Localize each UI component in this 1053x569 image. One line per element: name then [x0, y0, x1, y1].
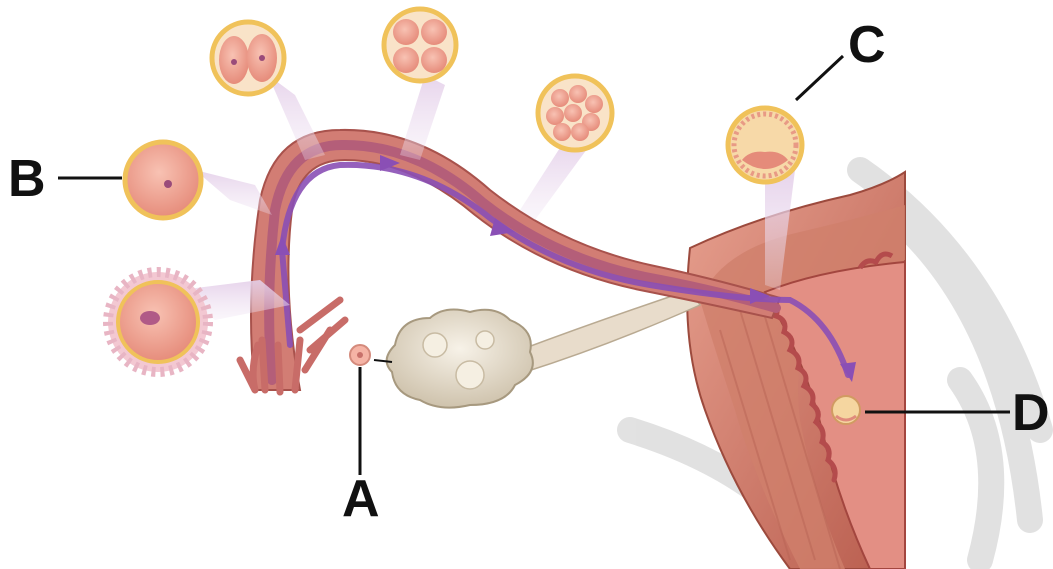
released-egg-icon [350, 345, 392, 365]
four-cell-icon [384, 9, 456, 81]
blastocyst-icon [728, 108, 802, 182]
ovarian-ligament [520, 290, 700, 372]
label-c: C [848, 16, 886, 74]
uterus [687, 172, 905, 569]
two-cell-icon [212, 22, 284, 94]
ovary [387, 310, 533, 408]
label-d: D [1012, 384, 1050, 442]
implanted-embryo-icon [832, 396, 860, 424]
label-b: B [8, 150, 46, 208]
zygote-icon [125, 142, 201, 218]
egg-cell-icon [108, 272, 208, 372]
label-a: A [342, 470, 380, 528]
morula-icon [538, 76, 612, 150]
